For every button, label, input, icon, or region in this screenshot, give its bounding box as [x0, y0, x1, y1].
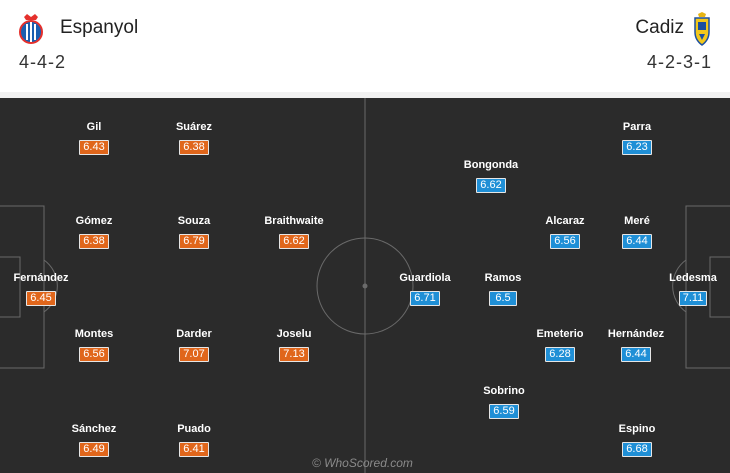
- player-home-souza[interactable]: Souza 6.79: [177, 215, 211, 249]
- player-home-puado[interactable]: Puado 6.41: [177, 423, 211, 457]
- rating-badge: 6.56: [79, 347, 109, 362]
- rating-badge: 7.13: [279, 347, 309, 362]
- watermark: © WhoScored.com: [312, 456, 413, 470]
- player-home-joselu[interactable]: Joselu 7.13: [276, 328, 312, 362]
- rating-badge: 6.23: [622, 140, 652, 155]
- rating-badge: 6.44: [621, 347, 651, 362]
- rating-badge: 6.41: [179, 442, 209, 457]
- player-away-parra[interactable]: Parra 6.23: [622, 121, 652, 155]
- player-home-gomez[interactable]: Gómez 6.38: [75, 215, 113, 249]
- rating-badge: 6.68: [622, 442, 652, 457]
- player-away-mere[interactable]: Meré 6.44: [622, 215, 652, 249]
- player-away-ramos[interactable]: Ramos 6.5: [484, 272, 522, 306]
- rating-badge: 7.11: [678, 291, 708, 306]
- player-away-espino[interactable]: Espino 6.68: [618, 423, 656, 457]
- rating-badge: 6.43: [79, 140, 109, 155]
- player-away-sobrino[interactable]: Sobrino 6.59: [483, 385, 525, 419]
- pitch-lines: [0, 98, 730, 473]
- rating-badge: 6.56: [550, 234, 580, 249]
- rating-badge: 6.28: [545, 347, 575, 362]
- player-away-alcaraz[interactable]: Alcaraz 6.56: [545, 215, 585, 249]
- rating-badge: 6.71: [410, 291, 440, 306]
- player-away-hernandez[interactable]: Hernández 6.44: [607, 328, 665, 362]
- player-home-fernandez[interactable]: Fernández 6.45: [13, 272, 69, 306]
- rating-badge: 6.62: [279, 234, 309, 249]
- match-header: Espanyol 4-4-2 Cadiz 4-2-3-1: [0, 0, 730, 92]
- player-away-ledesma[interactable]: Ledesma 7.11: [669, 272, 717, 306]
- player-home-braithwaite[interactable]: Braithwaite 6.62: [264, 215, 324, 249]
- rating-badge: 6.45: [26, 291, 56, 306]
- player-away-emeterio[interactable]: Emeterio 6.28: [536, 328, 584, 362]
- player-home-gil[interactable]: Gil 6.43: [54, 121, 134, 155]
- player-home-darder[interactable]: Darder 7.07: [176, 328, 212, 362]
- rating-badge: 6.49: [79, 442, 109, 457]
- header-divider: [0, 92, 730, 98]
- pitch: Gil 6.43 Suárez 6.38 Gómez 6.38 Souza 6.…: [0, 98, 730, 473]
- player-home-montes[interactable]: Montes 6.56: [74, 328, 114, 362]
- player-away-guardiola[interactable]: Guardiola 6.71: [399, 272, 451, 306]
- rating-badge: 6.62: [476, 178, 506, 193]
- rating-badge: 6.38: [179, 140, 209, 155]
- rating-badge: 6.44: [622, 234, 652, 249]
- rating-badge: 6.38: [79, 234, 109, 249]
- player-home-sanchez[interactable]: Sánchez 6.49: [71, 423, 117, 457]
- espanyol-crest-icon[interactable]: [18, 14, 44, 44]
- cadiz-crest-icon[interactable]: [692, 12, 712, 46]
- rating-badge: 6.59: [489, 404, 519, 419]
- home-team-name[interactable]: Espanyol: [60, 17, 139, 38]
- player-home-suarez[interactable]: Suárez 6.38: [175, 121, 213, 155]
- rating-badge: 7.07: [179, 347, 209, 362]
- player-away-bongonda[interactable]: Bongonda 6.62: [463, 159, 519, 193]
- rating-badge: 6.79: [179, 234, 209, 249]
- rating-badge: 6.5: [489, 291, 517, 306]
- away-team-name[interactable]: Cadiz: [635, 17, 684, 38]
- home-formation: 4-4-2: [19, 52, 67, 72]
- away-formation: 4-2-3-1: [646, 52, 712, 72]
